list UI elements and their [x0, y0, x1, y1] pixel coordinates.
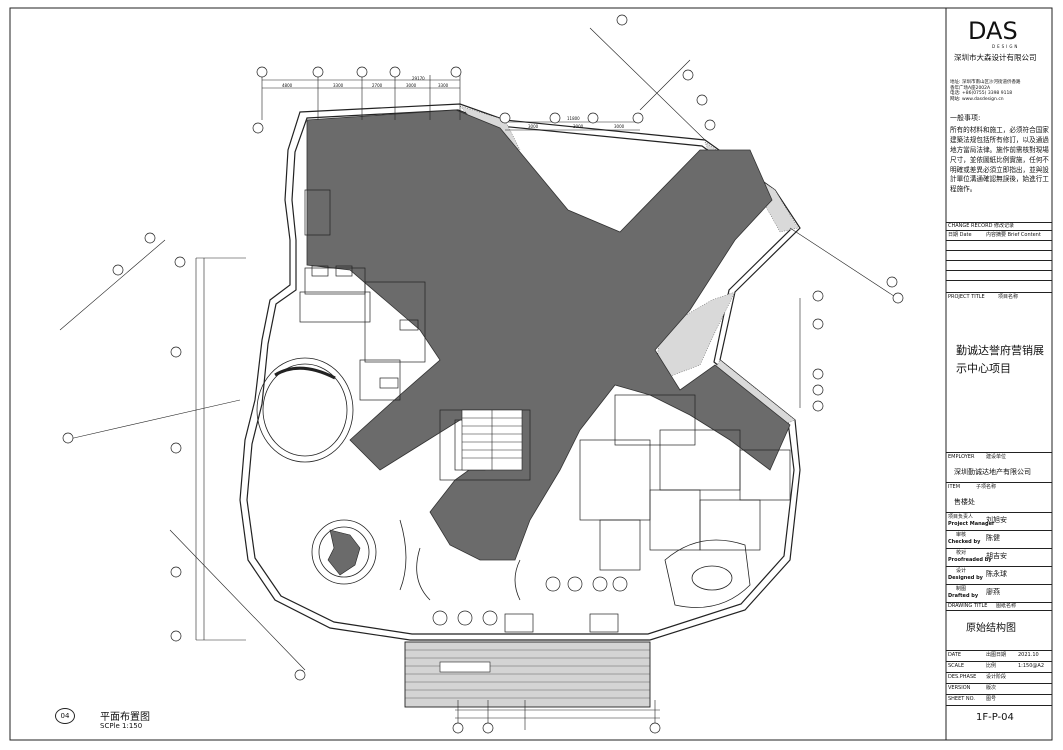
- address-line: 香年广场A座2002A: [950, 85, 991, 91]
- dimension-lines: [59, 27, 901, 730]
- structural-slab: [306, 109, 791, 561]
- drawing-title-label: DRAWING TITLE: [948, 603, 988, 609]
- dim-label: 3000: [528, 124, 539, 129]
- dim-label: 2700: [372, 83, 383, 88]
- oval-meeting-room: [664, 539, 751, 608]
- general-notes-body: 所有的材料和施工，必须符合国家建築法规包括所有修訂，以及通過地方當局法律。施作前…: [950, 126, 1049, 194]
- round-lounge: [256, 357, 377, 585]
- plan-title: 平面布置图: [100, 712, 150, 723]
- general-notes-title: 一般事项:: [950, 114, 981, 122]
- dim-label: 4800: [282, 83, 293, 88]
- meta-value: 1:150@A2: [1018, 663, 1045, 669]
- axis-bubbles: [62, 14, 904, 734]
- meta-row: DES.PHASE 设计阶段: [948, 674, 1007, 680]
- role-row: 审核 Checked by 陈健: [948, 532, 1000, 545]
- logo-subtitle: DESIGN: [992, 44, 1020, 49]
- role-person: 胡吉安: [986, 552, 1007, 560]
- employer-cn-label: 建设单位: [986, 454, 1007, 460]
- role-row: 校对 Proofreaded by 胡吉安: [948, 550, 1007, 563]
- company-address: 地址: 深圳市南山区沙河街道侨香路 香年广场A座2002A 电话: +86(07…: [950, 80, 1050, 103]
- drawing-title: 原始结构图: [966, 623, 1016, 634]
- sand-table-model: [327, 529, 361, 576]
- drawing-title-cn-label: 图纸名称: [996, 603, 1017, 609]
- title-block: DAS DESIGN 深圳市大森设计有限公司 地址: 深圳市南山区沙河街道侨香路…: [946, 10, 1052, 740]
- dim-total-label: 29170: [412, 76, 425, 81]
- plan-number-bubble: 04: [55, 708, 75, 724]
- company-logo: DAS: [968, 17, 1018, 45]
- dim-label: 3000: [406, 83, 417, 88]
- feature-curves: [399, 519, 521, 601]
- company-name: 深圳市大森设计有限公司: [954, 53, 1037, 62]
- role-person: 刘旭安: [986, 516, 1007, 524]
- project-title-label: PROJECT TITLE: [948, 294, 985, 300]
- dim-label: 3300: [333, 83, 344, 88]
- meta-row: SCALE 比例 1:150@A2: [948, 663, 1045, 669]
- dim-label: 3000: [614, 124, 625, 129]
- change-date-label: 日期 Date: [948, 232, 972, 238]
- project-name: 勤诚达誉府营销展示中心项目: [956, 344, 1044, 375]
- role-row: 设计 Designed by 陈永球: [948, 568, 1007, 581]
- dim-total-label: 11800: [567, 116, 580, 121]
- sheet-number: 1F-P-04: [976, 712, 1014, 723]
- meta-row: DATE 出图日期 2021.10: [948, 652, 1039, 658]
- plan-scale: SCPle 1:150: [100, 722, 143, 730]
- address-line: 地址: 深圳市南山区沙河街道侨香路: [950, 80, 1021, 85]
- meta-value: 2021.10: [1018, 652, 1039, 658]
- role-person: 廖燕: [986, 588, 1000, 596]
- outdoor-deck: [404, 641, 651, 708]
- role-row: 制图 Drafted by 廖燕: [948, 586, 1000, 599]
- staircase: [461, 409, 523, 471]
- item-cn-label: 子项名称: [976, 484, 997, 490]
- role-row: 项目负责人 Project Manager 刘旭安: [948, 514, 1007, 527]
- role-person: 陈健: [986, 534, 1000, 542]
- address-line: 电话: +86(0755) 3398 9118: [950, 91, 1013, 97]
- employer-name: 深圳勤诚达地产有限公司: [954, 468, 1031, 476]
- employer-label: EMPLOYER: [948, 454, 975, 460]
- change-record-label: CHANGE RECORD 修改记录: [948, 223, 1015, 229]
- item-name: 售楼处: [954, 498, 975, 506]
- dim-label: 3300: [438, 83, 449, 88]
- project-title-cn-label: 项目名称: [998, 294, 1019, 300]
- change-content-label: 内容摘要 Brief Content: [986, 232, 1041, 238]
- item-label: ITEM: [948, 484, 961, 490]
- meta-row: SHEET NO. 图号: [948, 696, 997, 702]
- meta-row: VERSION 版次: [948, 685, 997, 691]
- role-person: 陈永球: [986, 570, 1007, 578]
- address-line: 网站: www.dasdesign.cn: [950, 96, 1004, 102]
- dim-label: 3000: [573, 124, 584, 129]
